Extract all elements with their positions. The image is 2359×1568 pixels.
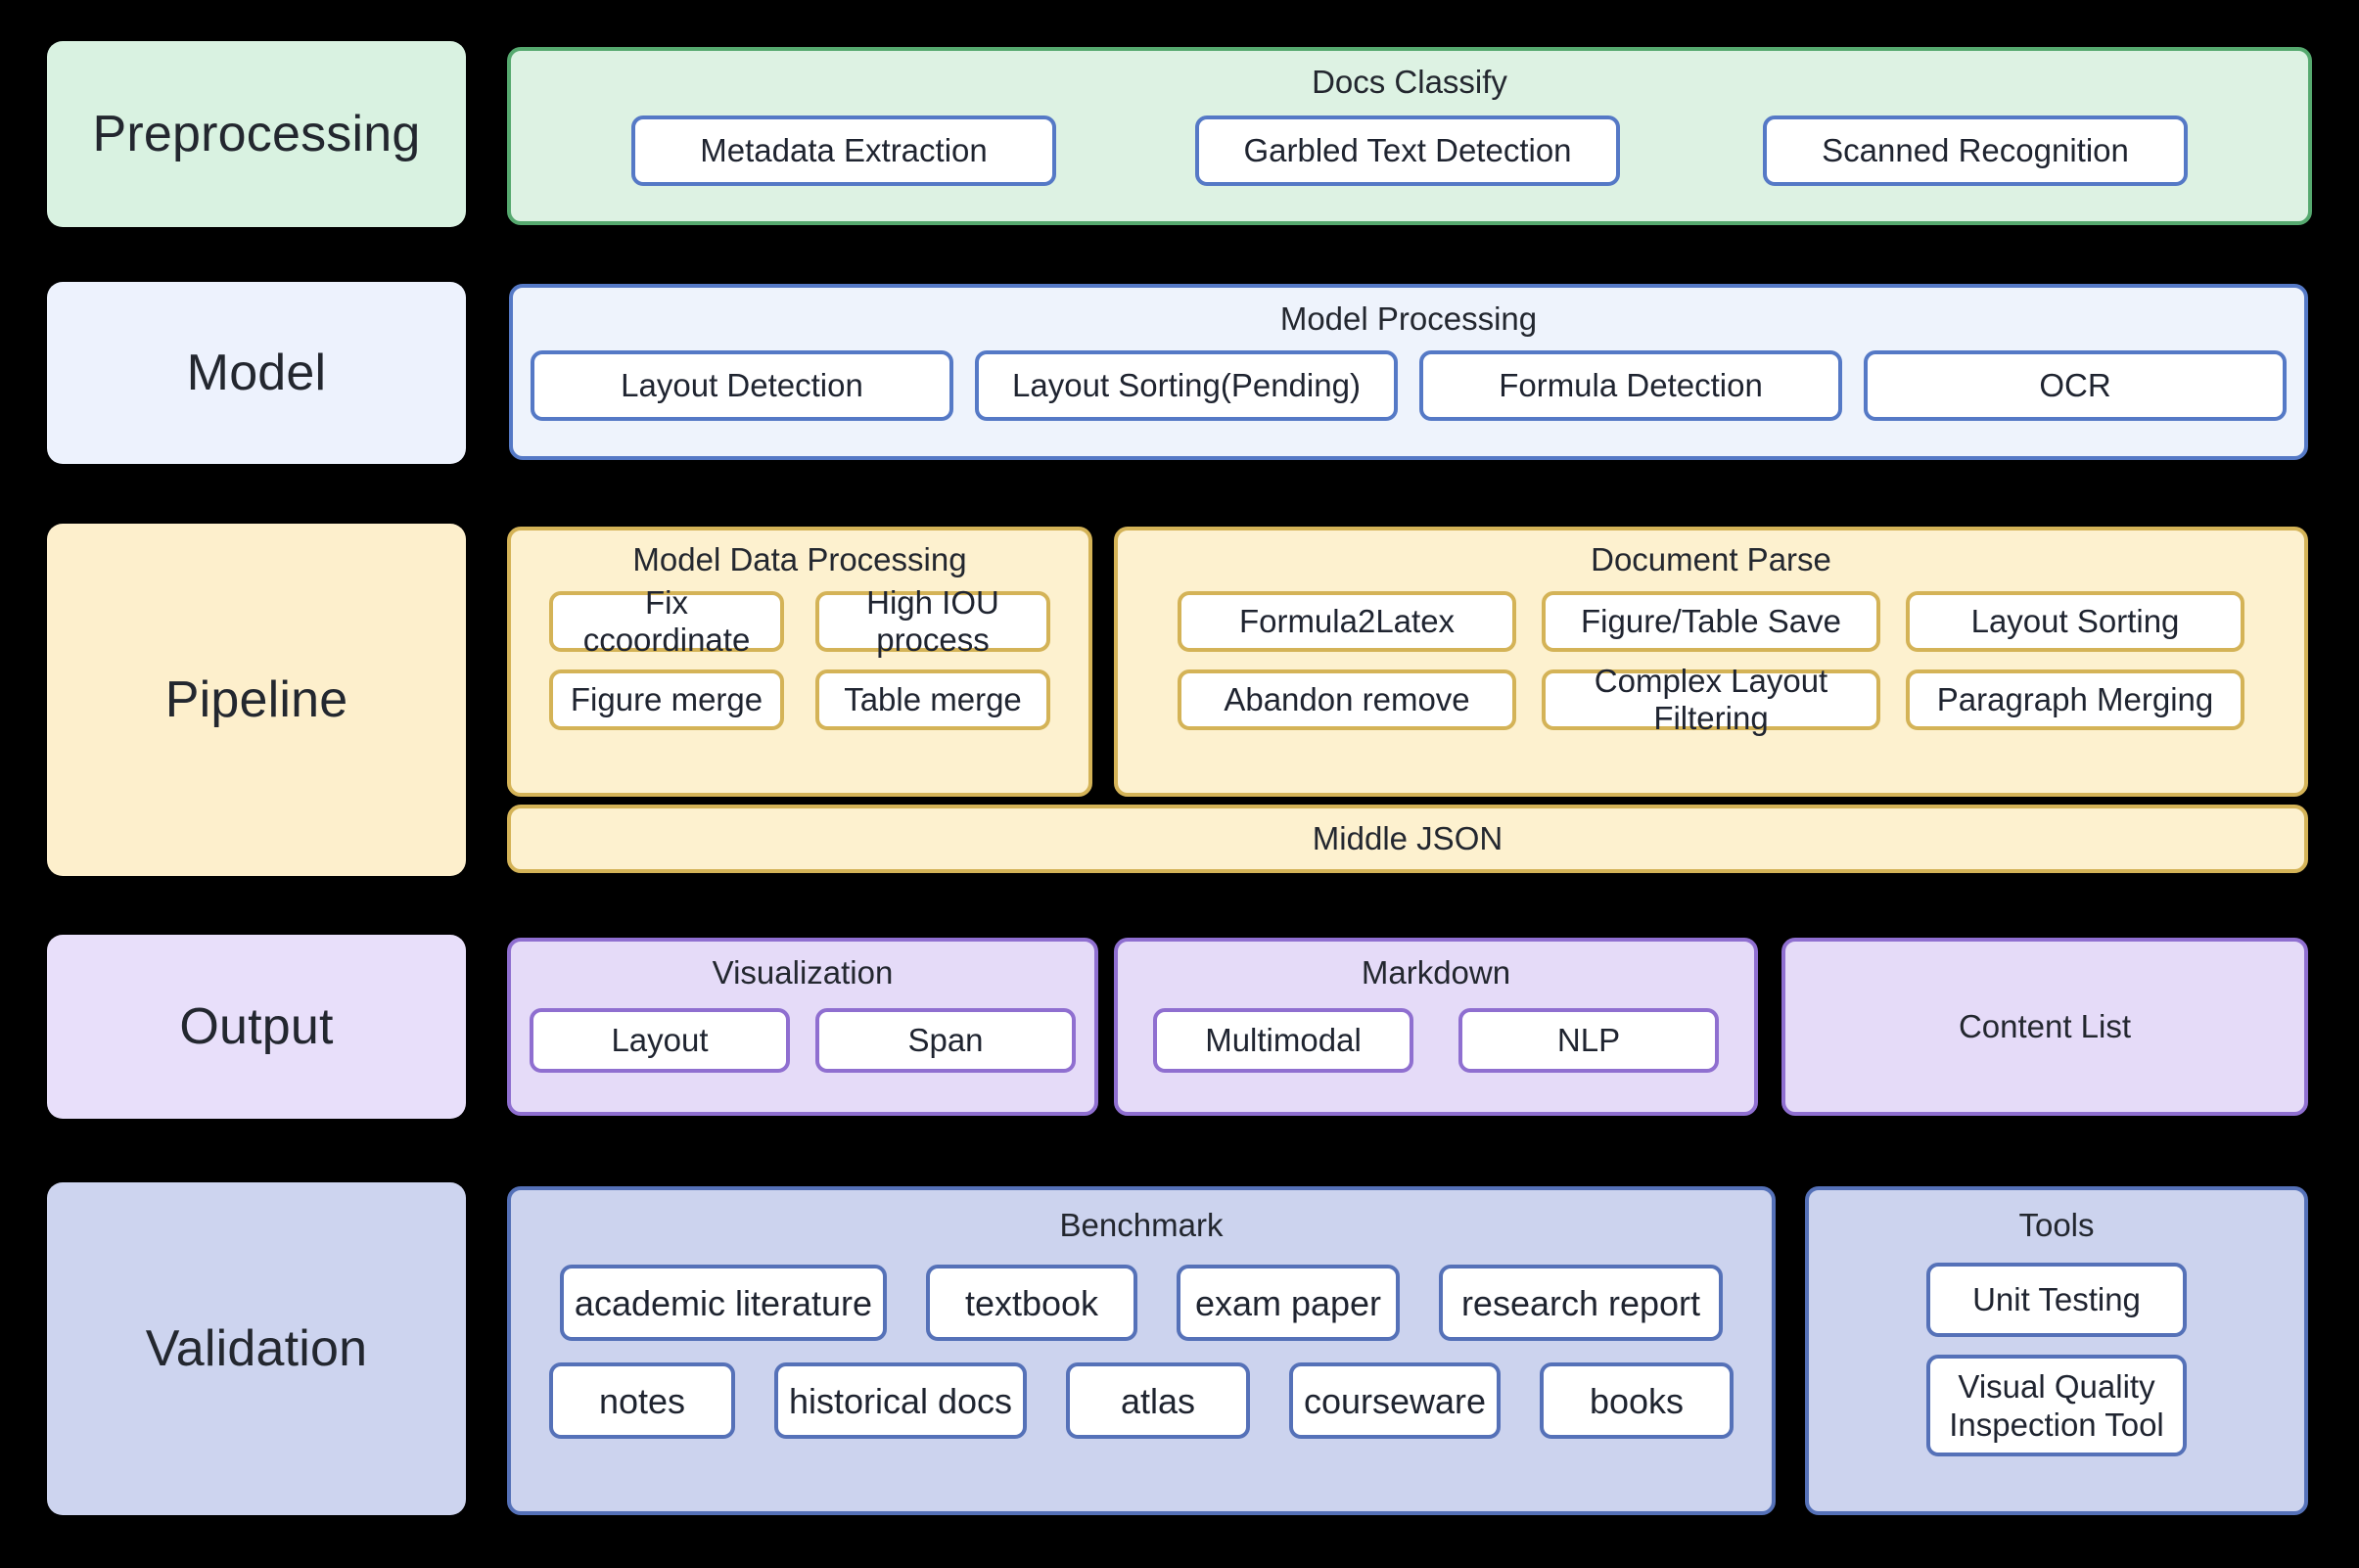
stage-label-model: Model xyxy=(47,282,466,464)
panel-benchmark: Benchmark academic literature textbook e… xyxy=(507,1186,1776,1515)
chip-research-report[interactable]: research report xyxy=(1439,1265,1723,1342)
stage-label-pipeline: Pipeline xyxy=(47,524,466,876)
model-data-processing-row-2: Figure merge Table merge xyxy=(511,669,1088,731)
chip-figure-table-save[interactable]: Figure/Table Save xyxy=(1542,591,1880,653)
panel-middle-json: Middle JSON xyxy=(507,805,2308,873)
markdown-row: Multimodal NLP xyxy=(1118,1008,1754,1074)
tools-row-2: Visual Quality Inspection Tool xyxy=(1809,1355,2304,1457)
chip-layout-sorting[interactable]: Layout Sorting xyxy=(1906,591,2244,653)
chip-books[interactable]: books xyxy=(1540,1362,1734,1440)
chip-ocr[interactable]: OCR xyxy=(1864,350,2287,422)
panel-title-docs-classify: Docs Classify xyxy=(1312,64,1507,100)
chip-complex-layout-filtering[interactable]: Complex Layout Filtering xyxy=(1542,663,1880,736)
chip-span[interactable]: Span xyxy=(815,1008,1076,1074)
chip-paragraph-merging[interactable]: Paragraph Merging xyxy=(1906,669,2244,731)
tools-row-1: Unit Testing xyxy=(1809,1263,2304,1338)
panel-title-middle-json: Middle JSON xyxy=(1312,819,1503,856)
panel-title-tools: Tools xyxy=(2018,1207,2095,1243)
panel-model-data-processing: Model Data Processing Fix ccoordinate Hi… xyxy=(507,527,1092,797)
document-parse-row-1: Formula2Latex Figure/Table Save Layout S… xyxy=(1118,591,2304,653)
chip-formula-detection[interactable]: Formula Detection xyxy=(1419,350,1842,422)
model-processing-row: Layout Detection Layout Sorting(Pending)… xyxy=(513,350,2304,422)
document-parse-row-2: Abandon remove Complex Layout Filtering … xyxy=(1118,663,2304,736)
chip-academic-literature[interactable]: academic literature xyxy=(560,1265,887,1342)
chip-high-iou-process[interactable]: High IOU process xyxy=(815,584,1050,658)
model-data-processing-row-1: Fix ccoordinate High IOU process xyxy=(511,584,1088,658)
stage-label-preprocessing: Preprocessing xyxy=(47,41,466,227)
chip-multimodal[interactable]: Multimodal xyxy=(1153,1008,1413,1074)
stage-label-output: Output xyxy=(47,935,466,1119)
panel-docs-classify: Docs Classify Metadata Extraction Garble… xyxy=(507,47,2312,225)
benchmark-row-2: notes historical docs atlas courseware b… xyxy=(511,1362,1772,1440)
chip-textbook[interactable]: textbook xyxy=(926,1265,1137,1342)
chip-figure-merge[interactable]: Figure merge xyxy=(549,669,784,731)
chip-unit-testing[interactable]: Unit Testing xyxy=(1926,1263,2187,1338)
panel-tools: Tools Unit Testing Visual Quality Inspec… xyxy=(1805,1186,2308,1515)
visualization-row: Layout Span xyxy=(511,1008,1094,1074)
panel-content-list[interactable]: Content List xyxy=(1781,938,2308,1116)
chip-layout-sorting-pending[interactable]: Layout Sorting(Pending) xyxy=(975,350,1398,422)
chip-notes[interactable]: notes xyxy=(549,1362,735,1440)
chip-historical-docs[interactable]: historical docs xyxy=(774,1362,1027,1440)
chip-fix-ccoordinate[interactable]: Fix ccoordinate xyxy=(549,584,784,658)
panel-title-model-processing: Model Processing xyxy=(1279,300,1538,337)
chip-abandon-remove[interactable]: Abandon remove xyxy=(1178,669,1516,731)
panel-model-processing: Model Processing Layout Detection Layout… xyxy=(509,284,2308,460)
chip-scanned-recognition[interactable]: Scanned Recognition xyxy=(1763,115,2188,187)
docs-classify-row: Metadata Extraction Garbled Text Detecti… xyxy=(511,115,2308,187)
panel-markdown: Markdown Multimodal NLP xyxy=(1114,938,1758,1116)
chip-visual-quality-inspection-tool[interactable]: Visual Quality Inspection Tool xyxy=(1926,1355,2187,1457)
chip-exam-paper[interactable]: exam paper xyxy=(1177,1265,1400,1342)
panel-title-document-parse: Document Parse xyxy=(1591,541,1831,577)
panel-title-visualization: Visualization xyxy=(712,954,894,991)
benchmark-row-1: academic literature textbook exam paper … xyxy=(511,1265,1772,1342)
panel-title-model-data-processing: Model Data Processing xyxy=(632,541,967,577)
stage-label-validation: Validation xyxy=(47,1182,466,1515)
chip-garbled-text-detection[interactable]: Garbled Text Detection xyxy=(1195,115,1620,187)
chip-courseware[interactable]: courseware xyxy=(1289,1362,1501,1440)
panel-title-content-list: Content List xyxy=(1958,1007,2132,1044)
chip-atlas[interactable]: atlas xyxy=(1066,1362,1250,1440)
chip-table-merge[interactable]: Table merge xyxy=(815,669,1050,731)
chip-nlp[interactable]: NLP xyxy=(1458,1008,1719,1074)
panel-document-parse: Document Parse Formula2Latex Figure/Tabl… xyxy=(1114,527,2308,797)
panel-title-markdown: Markdown xyxy=(1361,954,1511,991)
panel-visualization: Visualization Layout Span xyxy=(507,938,1098,1116)
panel-title-benchmark: Benchmark xyxy=(1059,1207,1224,1243)
chip-metadata-extraction[interactable]: Metadata Extraction xyxy=(631,115,1056,187)
chip-formula2latex[interactable]: Formula2Latex xyxy=(1178,591,1516,653)
chip-layout[interactable]: Layout xyxy=(530,1008,790,1074)
chip-layout-detection[interactable]: Layout Detection xyxy=(531,350,953,422)
